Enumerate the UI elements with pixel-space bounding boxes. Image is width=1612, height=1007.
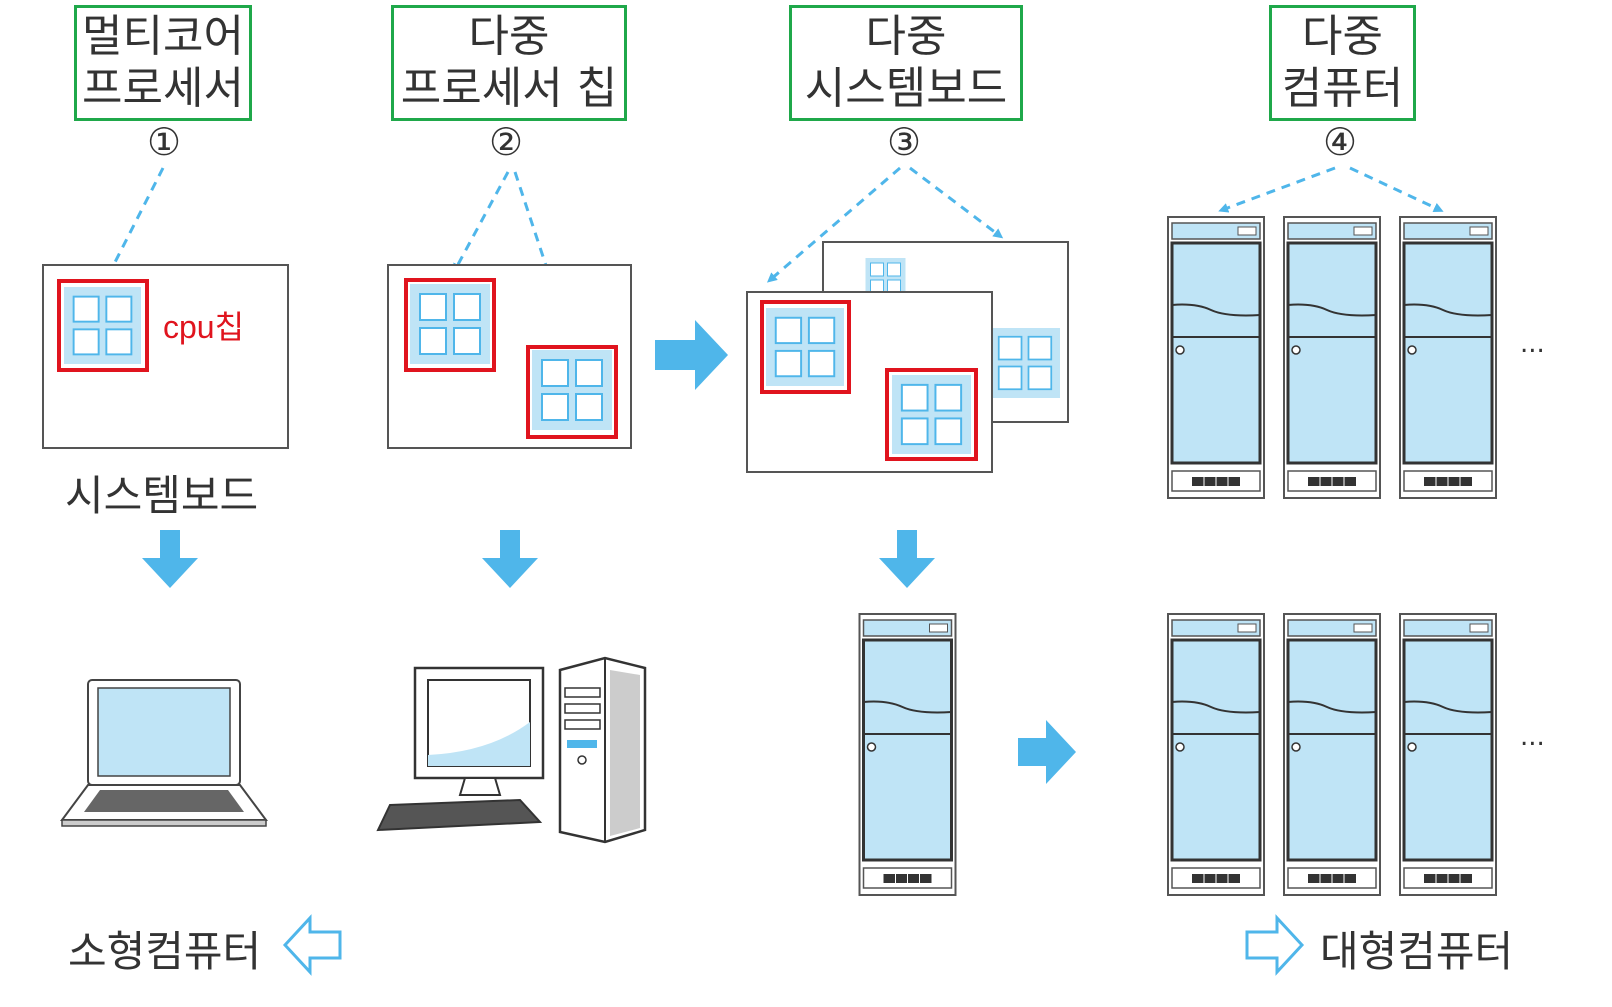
right-arrow-icon [655,320,728,390]
dashed-arrow-4 [1218,166,1444,213]
stage-label-multicore: 멀티코어 프로세서 [74,5,252,121]
dashed-arrow-2 [453,171,571,336]
down-arrow-icon [482,530,538,588]
stage-label-line2: 컴퓨터 [1281,63,1404,114]
ellipsis-bottom: ... [1520,722,1545,752]
small-computer-label: 소형컴퓨터 [68,927,262,976]
cpu-chip [990,327,1060,399]
cpu-chip [892,375,971,454]
stage-label-line1: 다중 [468,11,550,62]
cpu-chip-highlight [57,279,149,372]
stage-number-1: ① [147,120,182,164]
cpu-chip-highlight [760,300,851,394]
large-computer-label: 대형컴퓨터 [1320,927,1514,976]
stage-number-3: ③ [887,120,922,164]
cpu-chip [532,350,612,430]
dashed-arrow-3 [766,166,1004,283]
stage-number-4: ④ [1323,120,1358,164]
stage-label-multi-board: 다중 시스템보드 [789,5,1023,121]
stage-label-line2: 시스템보드 [804,63,1008,114]
ellipsis-top: ... [1520,329,1545,359]
cpu-chip [410,284,490,364]
right-hollow-arrow-icon [1245,914,1305,976]
server-rack-icon [1166,215,1266,500]
cpu-chip [64,287,141,364]
server-rack-icon [1398,215,1498,500]
stage-label-multi-computer: 다중 컴퓨터 [1269,5,1416,121]
server-rack-icon [1282,612,1382,897]
cpu-chip [766,306,844,388]
stage-label-line1: 다중 [865,11,947,62]
laptop-icon [60,679,268,827]
dashed-arrow-1 [108,167,165,276]
stage-label-multi-chip: 다중 프로세서 칩 [391,5,627,121]
stage-number-2: ② [489,120,524,164]
server-rack-icon [1282,215,1382,500]
system-board-label: 시스템보드 [65,471,259,520]
server-rack-icon [1398,612,1498,897]
server-rack-icon [857,612,958,897]
stage-label-line2: 프로세서 칩 [400,63,618,114]
down-arrow-icon [142,530,198,588]
cpu-chip-highlight [885,368,978,461]
cpu-chip-highlight [404,278,496,372]
left-hollow-arrow-icon [282,914,342,976]
stage-label-line1: 다중 [1302,11,1383,62]
down-arrow-icon [879,530,935,588]
cpu-chip-highlight [526,345,618,439]
server-rack-icon [1166,612,1266,897]
cpu-chip-label: cpu칩 [163,309,244,345]
desktop-computer-icon [376,656,647,844]
stage-label-line1: 멀티코어 [82,11,244,62]
stage-label-line2: 프로세서 [82,63,244,114]
right-arrow-icon [1018,720,1076,784]
